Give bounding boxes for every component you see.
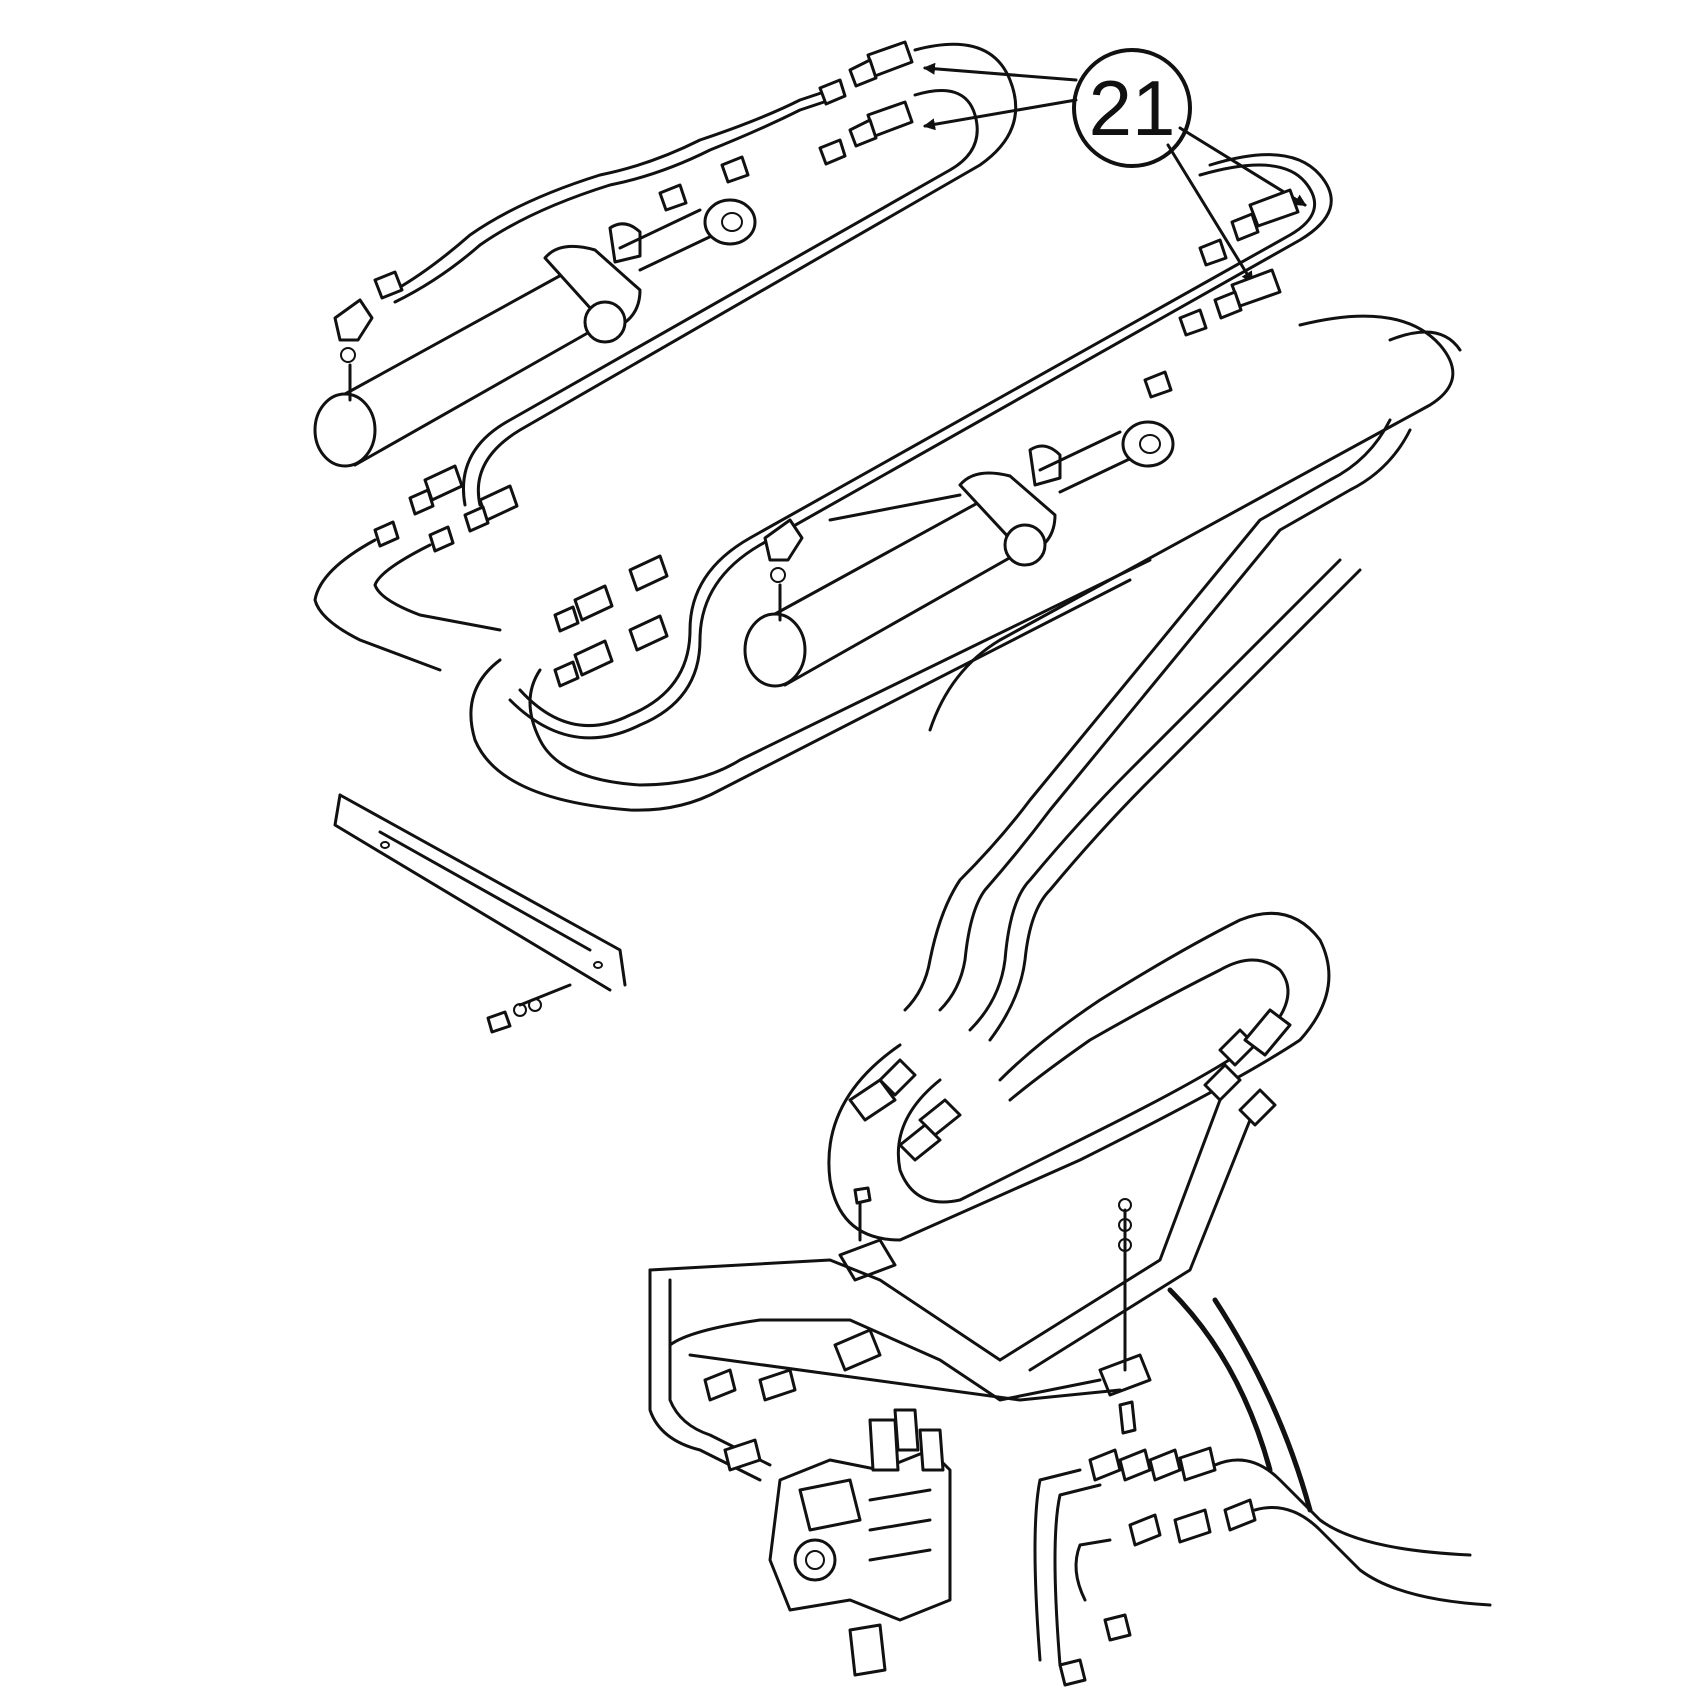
right-lift-cylinder [743,420,1175,688]
top-fittings [373,40,914,300]
mid-lower-fittings [848,1008,1292,1162]
bottom-left-tubes [648,1258,1122,1482]
control-valve [703,1368,952,1677]
middle-tube-bundle [508,153,1462,740]
callout-label: 21 [1089,64,1176,152]
bottom-right-fittings [1033,1446,1492,1687]
tube-clamps [833,1186,1152,1435]
upper-left-tube-loop [393,42,1018,507]
callout-arrow [923,98,1078,131]
lower-hose-loops [469,558,1152,812]
left-middle-fittings [313,464,669,688]
callout-21: 21 [923,48,1307,284]
lower-right-tubes [998,1098,1313,1513]
callout-arrow [923,62,1078,82]
right-upper-fittings [1143,188,1300,399]
left-lift-cylinder [313,198,757,468]
callout-arrow [1166,143,1254,284]
lower-center-hose-loop [827,911,1331,1242]
mounting-bar [333,793,627,1034]
long-diagonal-tubes [903,418,1412,1042]
callout-circle [1072,48,1192,168]
